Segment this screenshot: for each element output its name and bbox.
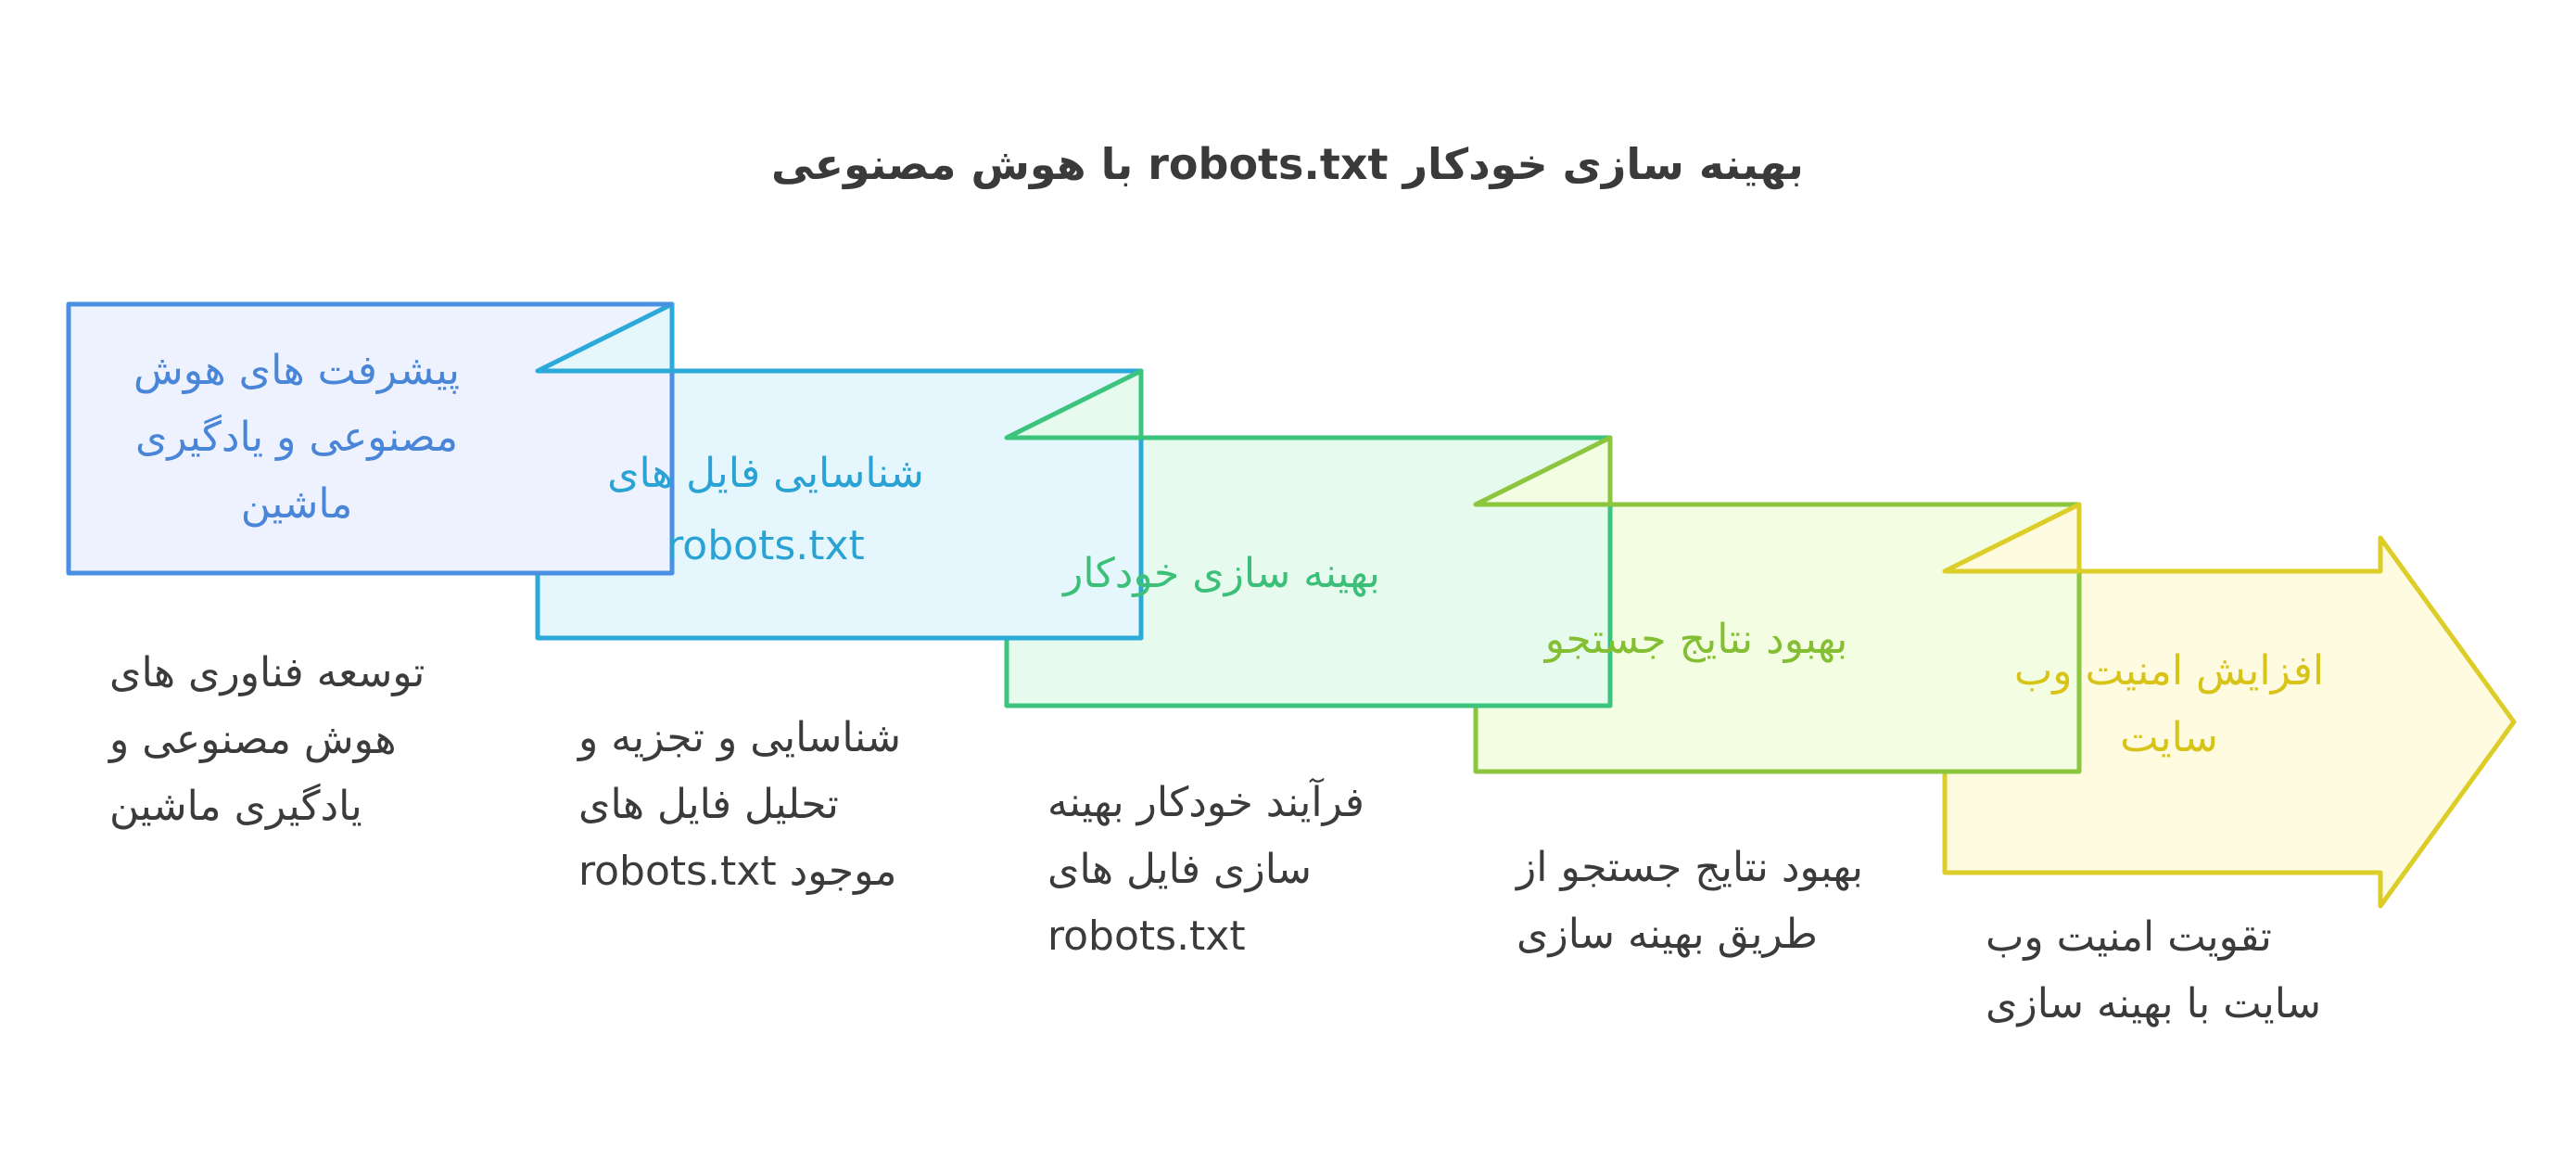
stage-banner	[66, 301, 675, 576]
stage-1	[66, 301, 675, 576]
stage-fold	[1004, 368, 1144, 440]
stage-description-line: robots.txt	[1047, 912, 1246, 960]
stage-description-line: تقویت امنیت وب	[1986, 913, 2272, 961]
stage-description-line: یادگیری ماشین	[109, 783, 362, 830]
stage-label-line: افزایش امنیت وب	[2014, 647, 2324, 695]
stage-label-line: سایت	[2120, 714, 2218, 761]
stage-label-line: مصنوعی و یادگیری	[135, 414, 458, 461]
stage-label-line: بهینه سازی خودکار	[1061, 550, 1380, 597]
stage-description-line: شناسایی و تجزیه و	[577, 714, 901, 761]
stage-label-line: ماشین	[241, 480, 353, 528]
stage-fold	[1473, 435, 1613, 507]
stage-description-line: هوش مصنوعی و	[108, 716, 397, 763]
stage-description-line: تحلیل فایل های	[578, 781, 839, 828]
stage-5	[1942, 535, 2517, 909]
stage-fold	[1942, 502, 2082, 574]
stage-description-line: فرآیند خودکار بهینه	[1047, 777, 1364, 826]
stage-description-line: توسعه فناوری های	[109, 649, 425, 696]
stage-arrow	[1942, 535, 2517, 909]
diagram-title: با هوش مصنوعی robots.txt بهینه سازی خودک…	[771, 139, 1804, 189]
stage-description-line: سایت با بهینه سازی	[1986, 980, 2321, 1027]
stage-description-line: بهبود نتایج جستجو از	[1515, 844, 1863, 891]
stage-fold	[535, 301, 675, 374]
stage-description-line: طریق بهینه سازی	[1516, 911, 1818, 958]
stage-label-line: robots.txt	[666, 522, 865, 569]
stage-label-line: شناسایی فایل های	[607, 450, 924, 497]
stage-label-line: پیشرفت های هوش	[133, 347, 460, 394]
stages-group: پیشرفت های هوش مصنوعی و یادگیری ماشین توسعه…	[66, 301, 2517, 1027]
stage-description-line: robots.txt موجود	[578, 848, 896, 895]
stage-label-line: بهبود نتایج جستجو	[1543, 616, 1848, 663]
stage-description-line: سازی فایل های	[1047, 846, 1312, 893]
